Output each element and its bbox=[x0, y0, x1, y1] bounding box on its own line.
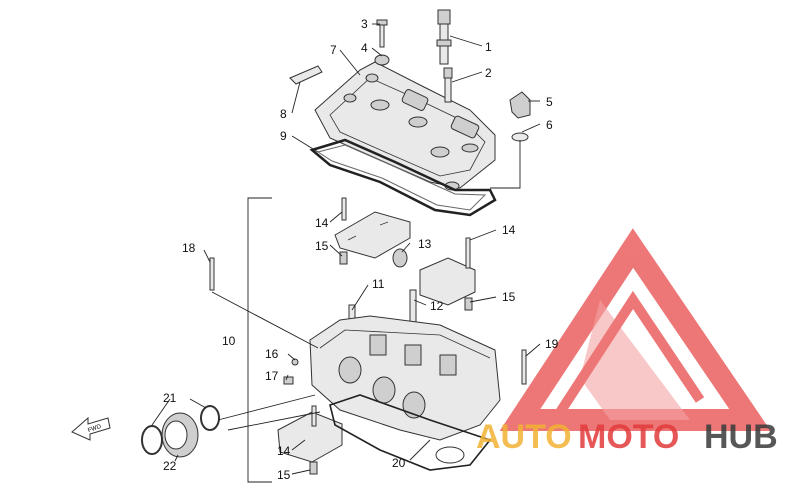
hose-clamp bbox=[141, 425, 163, 455]
dowel-pin bbox=[339, 251, 348, 265]
leader-lines bbox=[151, 23, 541, 475]
camshaft-cap-right bbox=[419, 257, 476, 306]
fwd-label: FWD bbox=[87, 424, 103, 435]
valve-cover bbox=[314, 61, 496, 191]
callout-14-upper: 14 bbox=[315, 216, 329, 230]
dowel-pin bbox=[309, 461, 318, 475]
watermark-auto: AUTO bbox=[476, 418, 572, 456]
cap-bolt bbox=[341, 197, 347, 221]
cap-bolt bbox=[465, 237, 471, 269]
watermark-hub: HUB bbox=[704, 418, 778, 456]
watermark-text: AUTO MOTO HUB bbox=[476, 418, 778, 456]
callout-22: 22 bbox=[163, 459, 177, 473]
callout-19: 19 bbox=[545, 337, 559, 351]
rubber-grommet bbox=[374, 54, 390, 66]
filler-seal bbox=[511, 132, 529, 142]
spark-plug bbox=[443, 67, 453, 103]
forward-arrow-icon: FWD bbox=[71, 416, 111, 441]
oil-tube bbox=[409, 289, 417, 326]
callout-16: 16 bbox=[265, 347, 279, 361]
cover-bolt bbox=[376, 19, 388, 48]
tube-seal bbox=[392, 248, 408, 268]
cylinder-head bbox=[309, 315, 501, 441]
cap-bolt bbox=[311, 405, 317, 427]
intake-boot bbox=[161, 412, 199, 458]
watermark-moto: MOTO bbox=[578, 418, 679, 456]
sensor-fitting bbox=[283, 376, 294, 385]
callout-9: 9 bbox=[280, 129, 287, 143]
ignition-coil bbox=[436, 9, 452, 65]
dowel-pin bbox=[464, 297, 473, 311]
callout-13: 13 bbox=[418, 237, 432, 251]
callout-7: 7 bbox=[330, 43, 337, 57]
callout-15-lower: 15 bbox=[277, 468, 291, 482]
valve-cover-gasket bbox=[309, 138, 497, 217]
callout-17: 17 bbox=[265, 369, 279, 383]
callout-21: 21 bbox=[163, 391, 177, 405]
hose-clamp bbox=[200, 405, 220, 431]
callout-5: 5 bbox=[546, 95, 553, 109]
callout-15-right: 15 bbox=[502, 290, 516, 304]
watermark-logo bbox=[499, 228, 771, 431]
callout-11: 11 bbox=[372, 277, 385, 291]
callout-18: 18 bbox=[182, 241, 196, 255]
callout-6: 6 bbox=[546, 118, 553, 132]
callout-20: 20 bbox=[392, 456, 406, 470]
head-bolt bbox=[521, 349, 527, 385]
head-bolt bbox=[209, 257, 215, 291]
head-gasket bbox=[329, 394, 492, 471]
callout-2: 2 bbox=[485, 66, 492, 80]
callout-14-right: 14 bbox=[502, 223, 516, 237]
callout-4: 4 bbox=[361, 41, 368, 55]
callout-8: 8 bbox=[280, 107, 287, 121]
oil-filler-cap bbox=[509, 91, 531, 119]
mounting-bracket bbox=[289, 65, 323, 85]
small-plug bbox=[291, 358, 299, 366]
callout-14-lower: 14 bbox=[277, 444, 291, 458]
callout-3: 3 bbox=[361, 17, 368, 31]
callout-15-upper: 15 bbox=[315, 239, 329, 253]
callout-1: 1 bbox=[485, 40, 492, 54]
callout-10: 10 bbox=[222, 334, 236, 348]
camshaft-cap-upper-left bbox=[334, 211, 411, 259]
callout-12: 12 bbox=[430, 299, 444, 313]
